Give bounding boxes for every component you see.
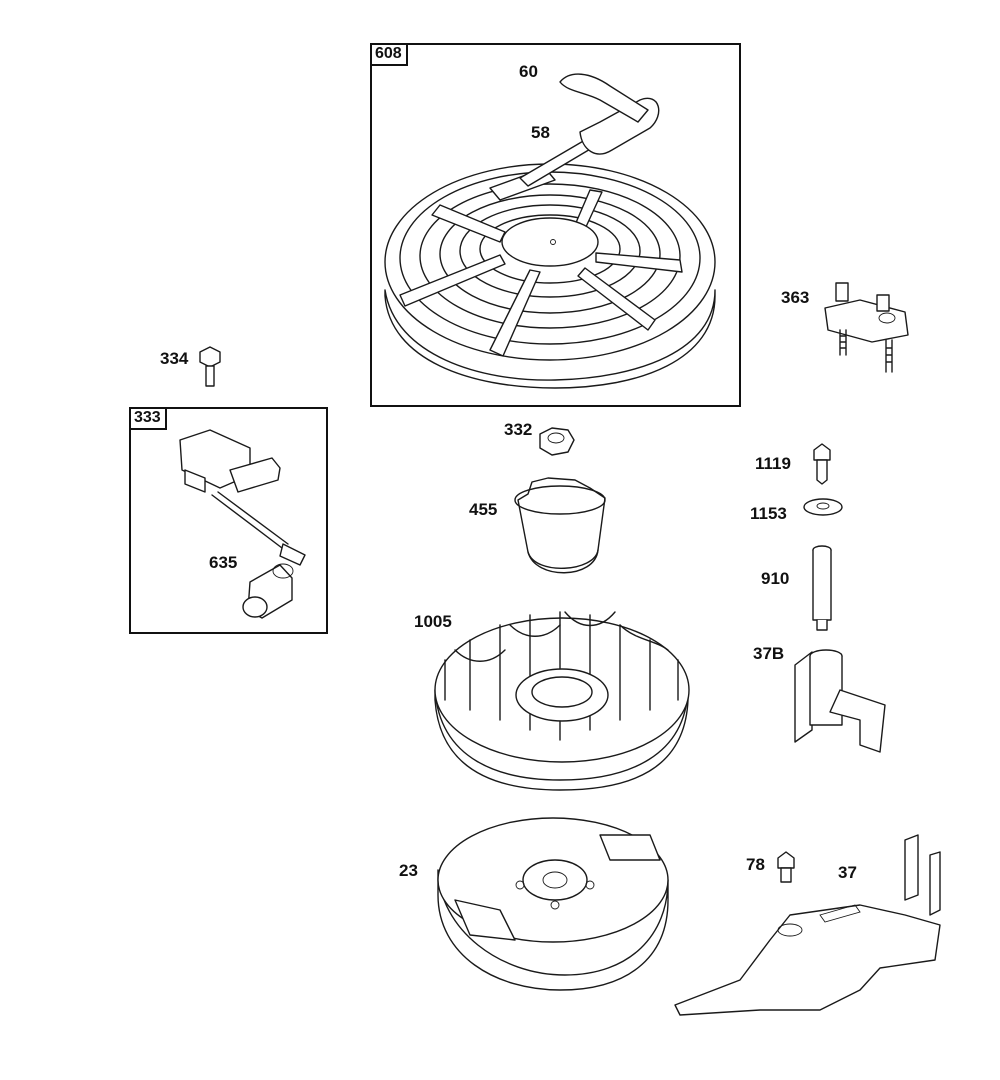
label-part-334: 334 [160,349,189,368]
label-part-910: 910 [761,569,790,588]
label-part-363: 363 [781,288,810,307]
part-1153-drawing [803,498,843,516]
label-part-455: 455 [469,500,498,519]
label-part-635: 635 [209,553,238,572]
recoil-starter-kit-frame [370,43,741,407]
label-part-58: 58 [531,123,550,142]
label-part-78: 78 [746,855,765,874]
part-332-drawing [539,427,575,456]
recoil-starter-drawing [384,73,716,389]
part-363-drawing [824,282,909,373]
part-333-drawing [179,429,306,566]
part-1005-drawing [434,611,690,791]
part-334-drawing [199,346,221,387]
part-455-drawing [514,477,606,574]
label-part-1005: 1005 [414,612,452,631]
label-part-37b: 37B [753,644,785,663]
label-part-332: 332 [504,420,533,439]
part-1119-drawing [813,443,831,485]
label-part-60: 60 [519,62,538,81]
ignition-kit-frame [129,407,328,634]
label-part-1119: 1119 [755,454,791,473]
label-part-1153: 1153 [750,504,787,523]
part-37b-drawing [794,649,886,753]
part-23-drawing [437,817,669,991]
part-635-drawing [242,563,294,619]
part-37-drawing [674,834,941,1016]
kit-tag-608: 608 [370,43,408,66]
label-part-37: 37 [838,863,857,882]
kit-tag-333: 333 [129,407,167,430]
label-part-23: 23 [399,861,418,880]
part-910-drawing [812,545,832,631]
part-78-drawing [777,851,795,883]
